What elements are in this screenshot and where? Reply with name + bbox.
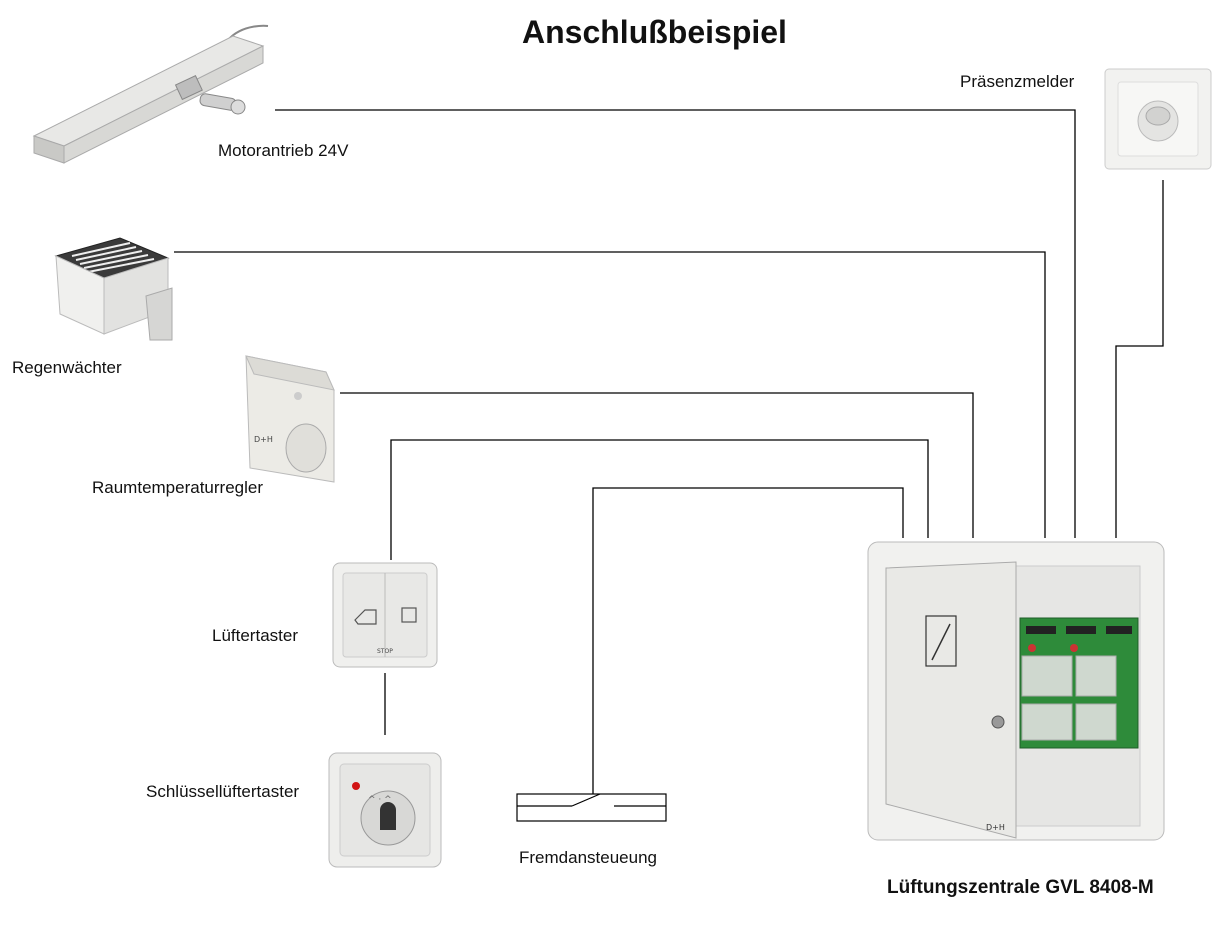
label-thermostat: Raumtemperaturregler	[92, 478, 264, 497]
fan-switch-stop-mark: STOP	[377, 648, 393, 655]
rain-sensor-icon	[54, 237, 173, 341]
wire-presence	[1115, 180, 1164, 538]
contact-switch-icon	[516, 793, 667, 822]
cabinet-brand-mark: D+H	[986, 823, 1005, 832]
label-motor: Motorantrieb 24V	[218, 141, 349, 160]
label-central: Lüftungszentrale GVL 8408-M	[887, 877, 1154, 898]
wire-fan-button	[390, 439, 929, 560]
wire-rain	[174, 251, 1046, 538]
diagram-title: Anschlußbeispiel	[522, 14, 787, 50]
label-presence: Präsenzmelder	[960, 72, 1075, 91]
motor-actuator-icon	[32, 24, 269, 164]
wire-thermostat	[340, 392, 974, 538]
svg-text:^ · ^: ^ · ^	[368, 795, 392, 805]
key-switch-icon: ^ · ^	[328, 752, 442, 868]
control-cabinet-icon: D+H	[867, 541, 1165, 841]
label-rain: Regenwächter	[12, 358, 122, 377]
label-key-button: Schlüssellüftertaster	[146, 782, 300, 801]
thermostat-icon: D+H	[245, 355, 335, 483]
label-external: Fremdansteueung	[519, 848, 657, 867]
thermostat-brand-mark: D+H	[254, 435, 273, 444]
wire-motor	[275, 109, 1076, 538]
wire-external	[592, 487, 904, 794]
label-fan-button: Lüftertaster	[212, 626, 298, 645]
presence-detector-icon	[1104, 68, 1212, 170]
fan-switch-icon: STOP	[332, 562, 438, 668]
